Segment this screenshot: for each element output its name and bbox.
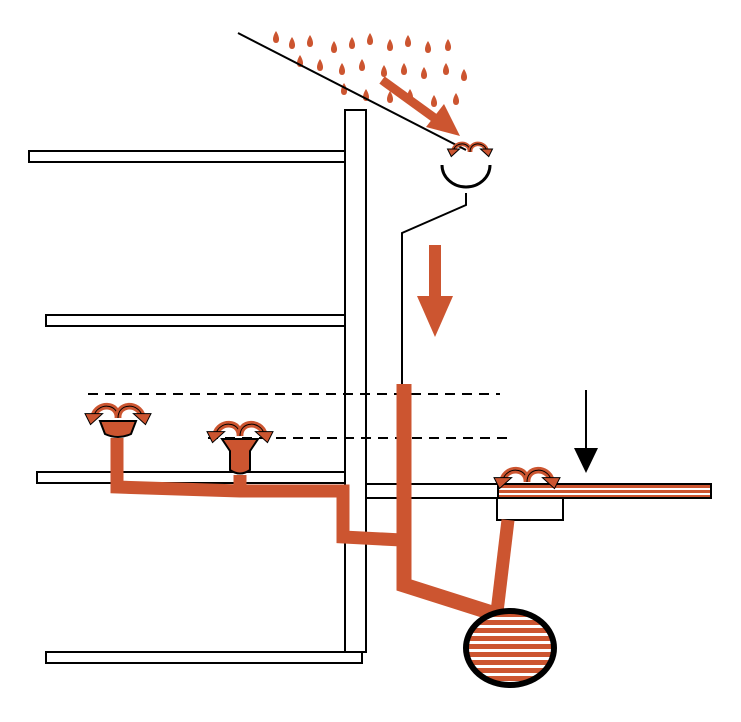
floor-slab-top: [28, 150, 348, 163]
raindrop-icon: [289, 37, 295, 49]
street-drain-pipe: [490, 519, 515, 613]
exterior-wall: [344, 109, 367, 653]
sewer-manhole: [463, 608, 557, 688]
floor-drain-center: [220, 438, 260, 475]
down-arrow-icon: [574, 390, 598, 473]
curved-overflow-arrow-icon: [446, 141, 473, 158]
roof-runoff-arrow: [379, 76, 460, 136]
raindrop-icon: [331, 41, 337, 53]
gutter: [440, 164, 492, 189]
floor-slab-second: [45, 314, 348, 327]
raindrop-icon: [381, 65, 387, 77]
raindrop-icon: [425, 41, 431, 53]
street-drain-box: [496, 497, 564, 521]
raindrop-icon: [387, 39, 393, 51]
street-water-section: [497, 483, 712, 499]
downspout: [401, 193, 467, 390]
raindrop-icon: [421, 67, 427, 79]
raindrop-icon: [359, 59, 365, 71]
raindrop-icon: [317, 59, 323, 71]
raindrop-icon: [453, 93, 459, 105]
raindrop-icon: [339, 63, 345, 75]
floor-drain-left: [98, 420, 138, 438]
basement-drain-pipe: [110, 438, 403, 547]
raindrop-icon: [405, 35, 411, 47]
curved-overflow-arrow-icon: [236, 420, 274, 444]
raindrop-icon: [307, 35, 313, 47]
main-sewer-pipe: [396, 384, 495, 621]
raindrop-icon: [273, 31, 279, 43]
downspout-flow-arrow: [417, 245, 453, 337]
raindrop-icon: [461, 69, 467, 81]
raindrop-icon: [431, 95, 437, 107]
floor-slab-basement: [36, 471, 348, 484]
raindrop-icon: [387, 91, 393, 103]
roof-line: [237, 32, 467, 151]
rain-drops: [273, 31, 467, 107]
raindrop-icon: [443, 63, 449, 75]
raindrop-icon: [401, 63, 407, 75]
floor-slab-bottom: [45, 651, 363, 664]
curved-overflow-arrow-icon: [114, 402, 152, 426]
raindrop-icon: [445, 39, 451, 51]
sewer-pipes: [110, 384, 515, 621]
overflow-arrows: [84, 141, 561, 490]
raindrop-icon: [349, 37, 355, 49]
curved-overflow-arrow-icon: [467, 141, 494, 158]
curved-overflow-arrow-icon: [523, 466, 561, 490]
raindrop-icon: [367, 33, 373, 45]
